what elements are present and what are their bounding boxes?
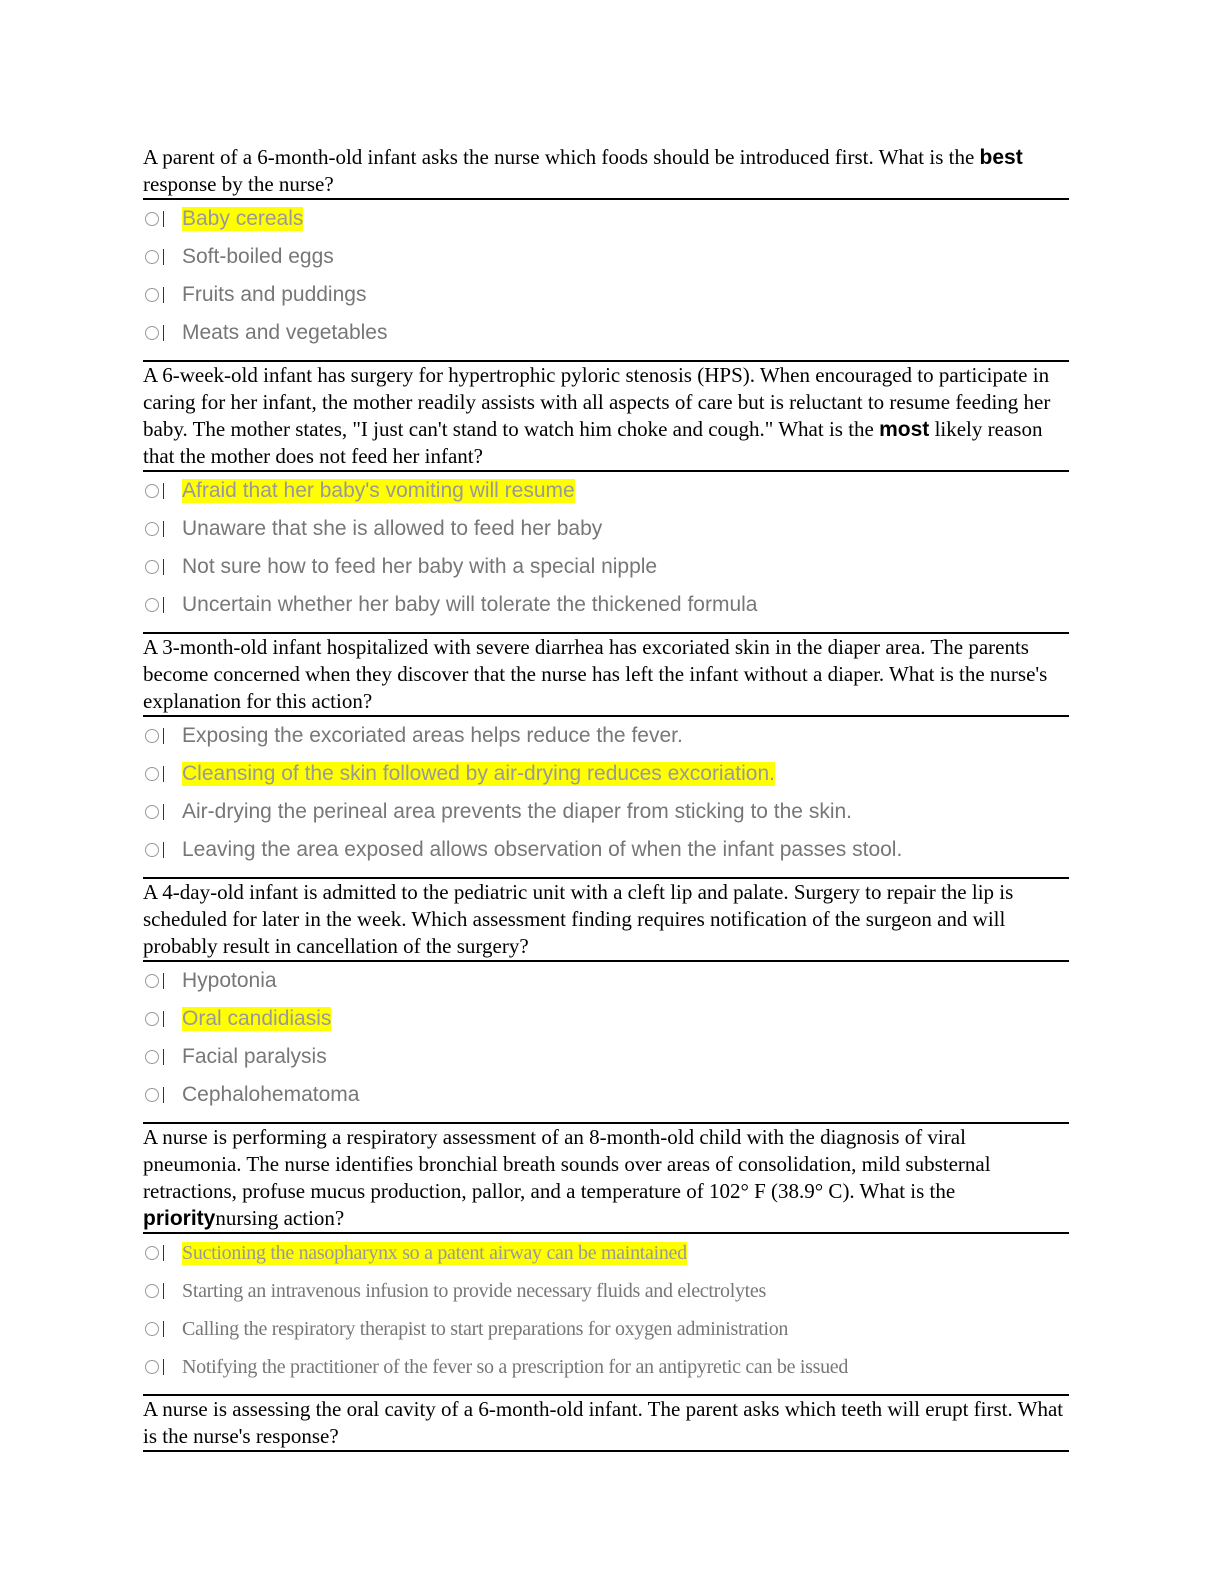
answer-option[interactable]: Soft-boiled eggs <box>143 238 1069 276</box>
radio-icon[interactable] <box>145 974 159 988</box>
keyword: priority <box>143 1207 216 1230</box>
question-stem: A 3-month-old infant hospitalized with s… <box>143 634 1069 717</box>
radio-icon[interactable] <box>145 1050 159 1064</box>
radio-icon[interactable] <box>145 1012 159 1026</box>
answer-option[interactable]: Uncertain whether her baby will tolerate… <box>143 586 1069 624</box>
question-stem: A 4-day-old infant is admitted to the pe… <box>143 879 1069 962</box>
answer-option[interactable]: Cephalohematoma <box>143 1076 1069 1114</box>
radio-icon[interactable] <box>145 1322 159 1336</box>
answer-option[interactable]: Facial paralysis <box>143 1038 1069 1076</box>
radio-icon[interactable] <box>145 1246 159 1260</box>
answer-option[interactable]: Hypotonia <box>143 962 1069 1000</box>
answer-option[interactable]: Starting an intravenous infusion to prov… <box>143 1272 1069 1310</box>
radio-icon[interactable] <box>145 805 159 819</box>
radio-icon[interactable] <box>145 767 159 781</box>
answer-option[interactable]: Exposing the excoriated areas helps redu… <box>143 717 1069 755</box>
divider <box>143 360 1069 362</box>
answer-option[interactable]: Oral candidiasis <box>143 1000 1069 1038</box>
divider <box>143 877 1069 879</box>
answer-option[interactable]: Notifying the practitioner of the fever … <box>143 1348 1069 1386</box>
question-stem: A nurse is assessing the oral cavity of … <box>143 1396 1069 1452</box>
question-6: A nurse is assessing the oral cavity of … <box>143 1396 1069 1452</box>
radio-icon[interactable] <box>145 843 159 857</box>
radio-icon[interactable] <box>145 1360 159 1374</box>
answer-option[interactable]: Unaware that she is allowed to feed her … <box>143 510 1069 548</box>
radio-icon[interactable] <box>145 250 159 264</box>
radio-icon[interactable] <box>145 598 159 612</box>
radio-icon[interactable] <box>145 729 159 743</box>
answer-option[interactable]: Not sure how to feed her baby with a spe… <box>143 548 1069 586</box>
radio-icon[interactable] <box>145 326 159 340</box>
keyword: most <box>879 418 930 441</box>
question-4: A 4-day-old infant is admitted to the pe… <box>143 879 1069 1124</box>
answer-option[interactable]: Fruits and puddings <box>143 276 1069 314</box>
question-2: A 6-week-old infant has surgery for hype… <box>143 362 1069 634</box>
question-stem: A nurse is performing a respiratory asse… <box>143 1124 1069 1234</box>
question-stem: A 6-week-old infant has surgery for hype… <box>143 362 1069 472</box>
radio-icon[interactable] <box>145 484 159 498</box>
answer-option[interactable]: Afraid that her baby's vomiting will res… <box>143 472 1069 510</box>
radio-icon[interactable] <box>145 1284 159 1298</box>
divider <box>143 1122 1069 1124</box>
question-3: A 3-month-old infant hospitalized with s… <box>143 634 1069 879</box>
answer-option[interactable]: Leaving the area exposed allows observat… <box>143 831 1069 869</box>
radio-icon[interactable] <box>145 212 159 226</box>
answer-option[interactable]: Meats and vegetables <box>143 314 1069 352</box>
question-stem: A parent of a 6-month-old infant asks th… <box>143 144 1069 200</box>
answer-option[interactable]: Air-drying the perineal area prevents th… <box>143 793 1069 831</box>
question-5: A nurse is performing a respiratory asse… <box>143 1124 1069 1396</box>
radio-icon[interactable] <box>145 288 159 302</box>
answer-option[interactable]: Calling the respiratory therapist to sta… <box>143 1310 1069 1348</box>
keyword: best <box>979 146 1023 169</box>
quiz-page: A parent of a 6-month-old infant asks th… <box>143 144 1069 1452</box>
radio-icon[interactable] <box>145 522 159 536</box>
question-1: A parent of a 6-month-old infant asks th… <box>143 144 1069 362</box>
divider <box>143 1394 1069 1396</box>
answer-option[interactable]: Suctioning the nasopharynx so a patent a… <box>143 1234 1069 1272</box>
answer-option[interactable]: Baby cereals <box>143 200 1069 238</box>
divider <box>143 632 1069 634</box>
radio-icon[interactable] <box>145 1088 159 1102</box>
answer-option[interactable]: Cleansing of the skin followed by air-dr… <box>143 755 1069 793</box>
radio-icon[interactable] <box>145 560 159 574</box>
